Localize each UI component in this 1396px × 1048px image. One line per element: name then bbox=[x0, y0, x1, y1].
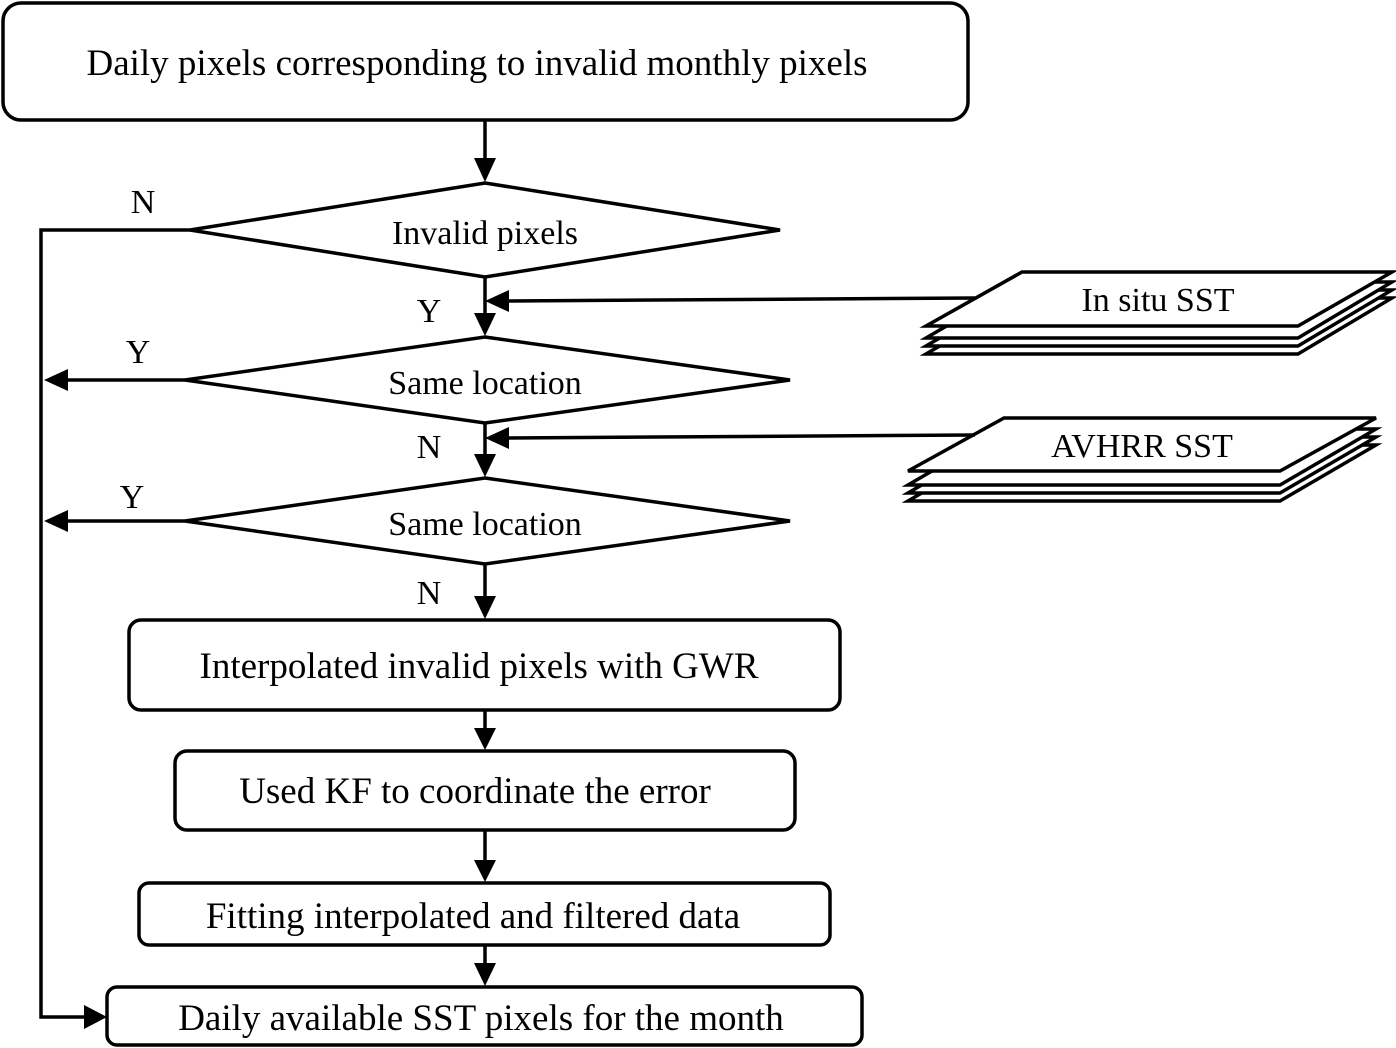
end-box-label: Daily available SST pixels for the month bbox=[178, 998, 784, 1039]
label-invalid-yes: Y bbox=[417, 293, 442, 330]
decision-same-location-2-label: Same location bbox=[388, 506, 582, 543]
end-box: Daily available SST pixels for the month bbox=[105, 985, 864, 1047]
avhrr-sst-label: AVHRR SST bbox=[1051, 428, 1233, 465]
kf-step-box: Used KF to coordinate the error bbox=[173, 749, 797, 832]
kf-step-label: Used KF to coordinate the error bbox=[239, 771, 711, 812]
avhrr-sst-stack: AVHRR SST bbox=[901, 416, 1383, 503]
decision-invalid-pixels: Invalid pixels bbox=[189, 181, 781, 279]
in-situ-sst-stack: In situ SST bbox=[919, 270, 1396, 356]
label-loc1-no: N bbox=[417, 429, 442, 466]
arrow-head bbox=[44, 510, 68, 532]
arrow-head bbox=[474, 596, 496, 619]
label-loc1-yes: Y bbox=[126, 334, 151, 371]
decision-same-location-1-label: Same location bbox=[388, 365, 582, 402]
start-box-label: Daily pixels corresponding to invalid mo… bbox=[86, 43, 867, 84]
arrow-head bbox=[84, 1005, 107, 1029]
label-invalid-no: N bbox=[131, 184, 156, 221]
in-situ-sst-label: In situ SST bbox=[1081, 282, 1234, 319]
start-box: Daily pixels corresponding to invalid mo… bbox=[1, 1, 970, 122]
decision-same-location-2: Same location bbox=[184, 476, 791, 566]
decision-same-location-1: Same location bbox=[184, 335, 791, 425]
arrow-head bbox=[474, 313, 496, 336]
gwr-step-label: Interpolated invalid pixels with GWR bbox=[200, 646, 759, 687]
fitting-step-box: Fitting interpolated and filtered data bbox=[137, 881, 832, 947]
fitting-step-label: Fitting interpolated and filtered data bbox=[206, 896, 740, 937]
bypass-line bbox=[39, 228, 190, 1019]
arrow-head bbox=[474, 158, 496, 182]
label-loc2-yes: Y bbox=[120, 479, 145, 516]
arrow-head bbox=[474, 860, 496, 882]
arrow-head bbox=[485, 290, 509, 312]
gwr-step-box: Interpolated invalid pixels with GWR bbox=[127, 618, 842, 712]
arrow-head bbox=[44, 369, 68, 391]
arrow-head bbox=[474, 454, 496, 477]
label-loc2-no: N bbox=[417, 575, 442, 612]
arrow-head bbox=[485, 427, 509, 449]
decision-invalid-label: Invalid pixels bbox=[392, 215, 578, 252]
arrow-head bbox=[474, 963, 496, 986]
arrow-head bbox=[474, 728, 496, 750]
